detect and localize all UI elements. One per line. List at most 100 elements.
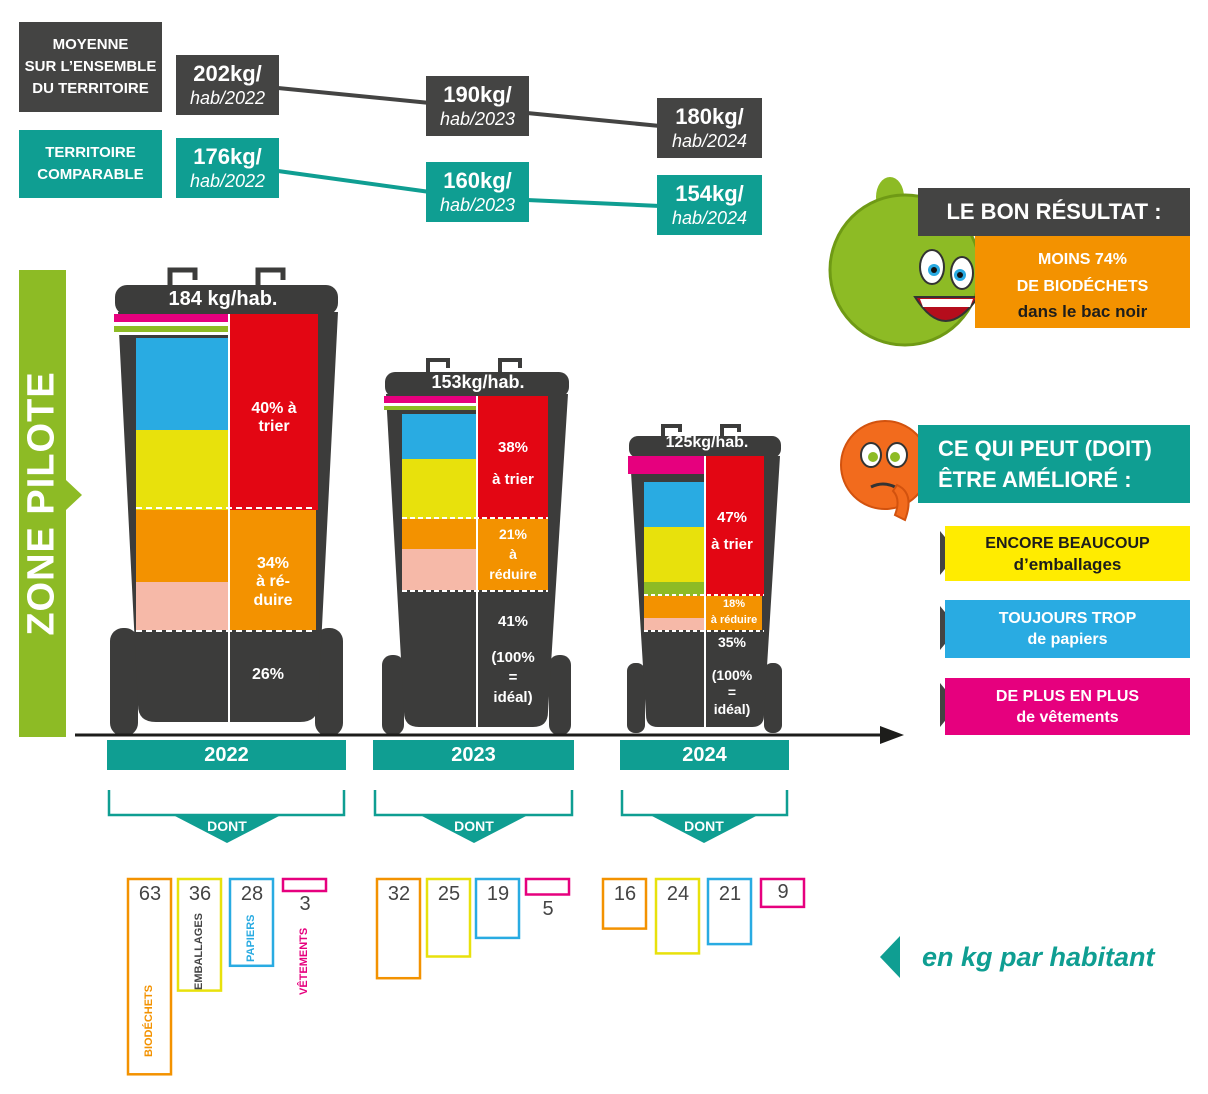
bin-lid <box>115 285 338 315</box>
breakdown-bar-group <box>126 877 806 1076</box>
pct-line: à <box>509 546 517 562</box>
result-line2: DE BIODÉCHETS <box>1016 278 1149 295</box>
average-value-2023: 190kg/ hab/2023 <box>426 76 529 136</box>
bin-total-2024: 125kg/hab. <box>665 434 749 451</box>
handle-icon <box>255 267 286 288</box>
segment-emballages <box>136 430 228 510</box>
issue-emballages: ENCORE BEAUCOUP d’emballages <box>945 526 1190 581</box>
pct-line: 38% <box>497 439 529 456</box>
breakdown-bar-biodechets <box>601 877 648 930</box>
pct-line: (100% <box>711 667 753 683</box>
legend-comparable-line: TERRITOIRE <box>45 144 136 161</box>
dont-arrow <box>420 815 528 843</box>
breakdown-2024-vetements: 9 <box>777 881 789 903</box>
issue-papiers: TOUJOURS TROP de papiers <box>945 600 1190 658</box>
unit-note: en kg par habitant <box>922 942 1155 972</box>
year-label-2024: 2024 <box>620 740 789 770</box>
bracket <box>107 790 346 817</box>
dont-label: DONT <box>454 818 494 834</box>
year-label-2023: 2023 <box>373 740 574 770</box>
issue-vetements: DE PLUS EN PLUS de vêtements <box>945 678 1190 735</box>
issue-line1: DE PLUS EN PLUS <box>995 687 1140 705</box>
breakdown-2024-biodechets: 16 <box>613 883 637 905</box>
category-label-biodechets: BIODÉCHETS <box>143 984 155 1057</box>
average-line <box>526 111 661 128</box>
result-title: LE BON RÉSULTAT : <box>918 188 1190 236</box>
bin-2023 <box>382 358 571 735</box>
pct-line: (100% <box>491 649 535 666</box>
segment-reduire <box>230 510 316 630</box>
segment-reduire <box>478 519 548 590</box>
issue-line1: TOUJOURS TROP <box>998 610 1137 627</box>
unit-note-arrow <box>880 936 900 978</box>
pct-line: à réduire <box>710 614 758 626</box>
handle-icon <box>661 424 682 439</box>
dont-arrow <box>650 815 758 843</box>
breakdown-bar-vetements <box>524 877 571 896</box>
dont-label: DONT <box>207 818 247 834</box>
segment-trier <box>230 314 318 510</box>
pilot-zone-bar <box>19 270 66 737</box>
legend-average-line: SUR L’ENSEMBLE <box>24 58 157 75</box>
segment-biodechets <box>136 510 228 582</box>
dont-brackets <box>107 790 789 843</box>
legend-average-line: MOYENNE <box>52 36 129 53</box>
legend-comparable-line: COMPARABLE <box>37 166 144 183</box>
breakdown-2022-biodechets: 63 <box>138 883 162 905</box>
value-sub: hab/2022 <box>189 88 266 108</box>
timeline-arrow-icon <box>880 726 904 744</box>
handle-icon <box>498 358 522 375</box>
trend-lines <box>277 86 661 208</box>
pct-line: à trier <box>492 471 534 488</box>
bin-total-2023: 153kg/hab. <box>431 372 525 392</box>
breakdown-bar-emballages <box>654 877 701 955</box>
segment-trier <box>478 396 548 519</box>
issue-line1: ENCORE BEAUCOUP <box>985 534 1150 552</box>
legend-average-line: DU TERRITOIRE <box>32 80 149 97</box>
pct-line: idéal) <box>713 701 751 717</box>
pct-line: 41% <box>497 613 529 630</box>
value-sub: hab/2023 <box>439 109 516 129</box>
segment-stripe <box>384 406 476 410</box>
segment-vetements <box>114 314 228 322</box>
breakdown-bars <box>126 877 806 1076</box>
category-label-emballages: EMBALLAGES <box>193 913 205 990</box>
segment-trier <box>706 456 764 596</box>
pct-line: idéal) <box>493 689 533 706</box>
value: 180kg/ <box>675 104 744 129</box>
pct-line: 26% <box>251 666 285 683</box>
wheel-icon <box>315 628 343 736</box>
breakdown-2024-papiers: 21 <box>718 883 742 905</box>
value-sub: hab/2024 <box>671 131 748 151</box>
segment-stripe <box>644 582 704 596</box>
handle-icon <box>720 424 741 439</box>
bin-2022-reduire: 34%à ré-duire <box>230 555 316 610</box>
handle-icon <box>167 267 198 288</box>
breakdown-2024-emballages: 24 <box>666 883 690 905</box>
breakdown-bar-emballages <box>425 877 472 958</box>
pct-line: 34% <box>256 555 290 572</box>
average-value-2022: 202kg/ hab/2022 <box>176 55 279 115</box>
pct-line: à ré- <box>256 573 290 591</box>
handle-icon <box>426 358 450 375</box>
pct-line: trier <box>258 418 290 436</box>
bin-2022-residual: 26% <box>230 666 306 684</box>
breakdown-bar-papiers <box>706 877 753 946</box>
value-sub: hab/2024 <box>671 208 748 228</box>
breakdown-2023-emballages: 25 <box>437 883 461 905</box>
pct-line: 18% <box>722 598 746 610</box>
comparable-value-2022: 176kg/ hab/2022 <box>176 138 279 198</box>
category-label-vetements: VÊTEMENTS <box>298 927 310 995</box>
segment-vetements <box>384 396 476 403</box>
bin-total-2022: 184 kg/hab. <box>168 288 278 310</box>
year-label-2022: 2022 <box>107 740 346 770</box>
dont-label: DONT <box>684 818 724 834</box>
pct-line: réduire <box>489 566 537 582</box>
breakdown-2022-vetements: 3 <box>299 893 311 915</box>
segment-biodechets <box>402 519 476 549</box>
result-line3: dans le bac noir <box>1017 302 1148 321</box>
value: 176kg/ <box>193 144 262 169</box>
breakdown-2023-biodechets: 32 <box>387 883 411 905</box>
